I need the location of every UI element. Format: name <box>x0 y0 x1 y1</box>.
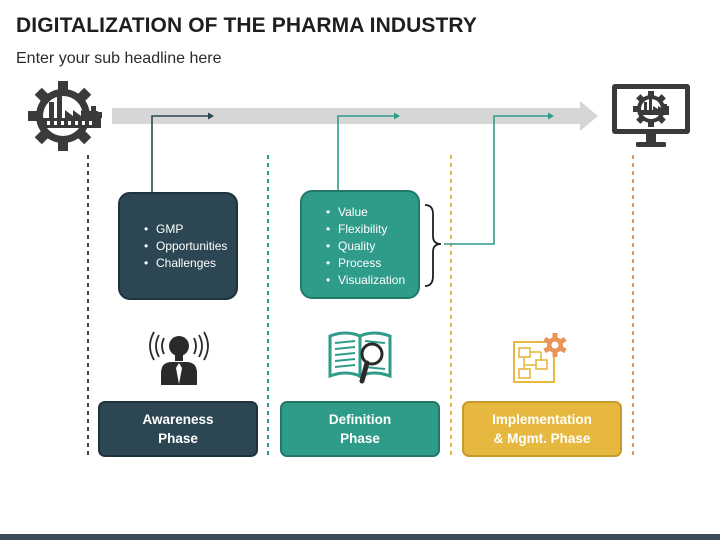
page-title: DIGITALIZATION OF THE PHARMA INDUSTRY <box>16 14 478 37</box>
awareness-details-box: GMP Opportunities Challenges <box>118 192 238 300</box>
awareness-list: GMP Opportunities Challenges <box>138 221 228 272</box>
phase-text: Definition Phase <box>328 412 392 446</box>
monitor-factory-icon <box>612 84 690 147</box>
list-item: Visualization <box>326 272 410 289</box>
factory-gear-icon <box>28 81 102 151</box>
flowchart-gear-icon <box>513 333 567 383</box>
list-item: Opportunities <box>144 238 228 255</box>
lightbulb-person-icon <box>149 331 209 385</box>
definition-details-box: Value Flexibility Quality Process Visual… <box>300 190 420 299</box>
connector-awareness <box>151 112 214 192</box>
list-item: Challenges <box>144 255 228 272</box>
list-item: Flexibility <box>326 221 410 238</box>
list-item: Value <box>326 204 410 221</box>
list-item: Process <box>326 255 410 272</box>
phase-text: Implementation & Mgmt. Phase <box>492 412 592 446</box>
implementation-phase-label: Implementation & Mgmt. Phase <box>462 401 622 457</box>
list-item: Quality <box>326 238 410 255</box>
definition-phase-label: Definition Phase <box>280 401 440 457</box>
curly-bracket <box>424 204 442 287</box>
connector-definition <box>337 112 400 192</box>
awareness-phase-label: Awareness Phase <box>98 401 258 457</box>
page-subtitle: Enter your sub headline here <box>16 50 222 67</box>
definition-list: Value Flexibility Quality Process Visual… <box>320 204 410 289</box>
connector-implementation <box>444 112 554 245</box>
book-magnifier-icon <box>328 331 392 384</box>
footer-bar <box>0 534 720 540</box>
list-item: GMP <box>144 221 228 238</box>
phase-text: Awareness Phase <box>142 412 214 446</box>
